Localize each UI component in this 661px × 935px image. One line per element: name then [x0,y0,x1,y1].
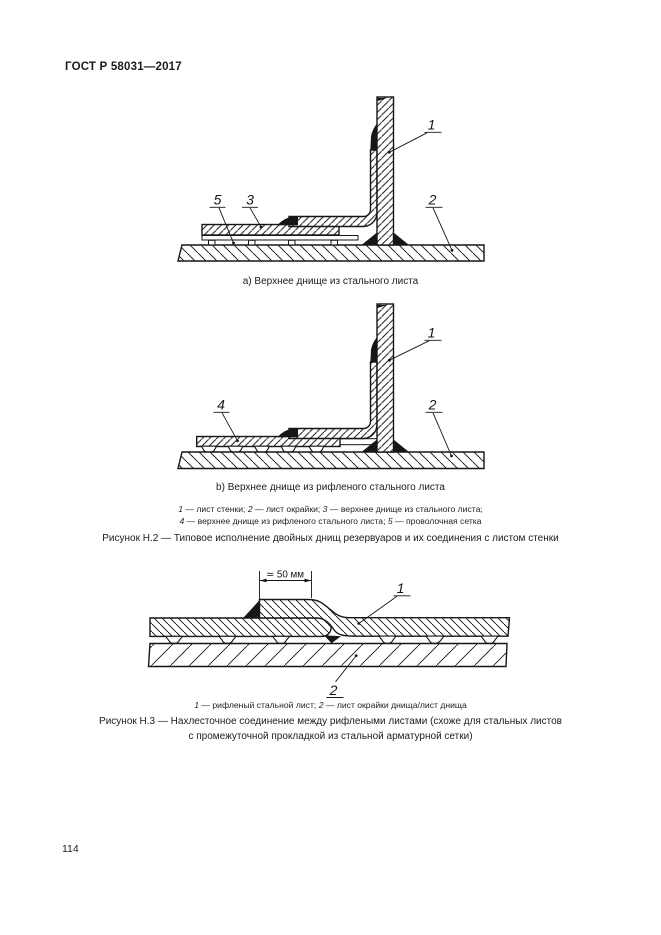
weld-seam [277,216,298,226]
leader-lines [326,595,411,698]
caption-subfigure-b: b) Верхнее днище из рифленого стального … [216,482,445,493]
weld-fillet-right [393,439,409,452]
part-label-2: 2 [428,397,437,413]
weld-fillet-left [361,439,377,452]
legend-ref-number: 5 [387,516,393,526]
upper-bottom-sheet-section [201,223,340,236]
page-number: 114 [62,843,79,855]
legend-ref-number: 2 [318,699,324,710]
dimension [259,571,312,599]
legend-h2-line2: 4 — верхнее днище из рифленого стального… [179,516,482,526]
wire-mesh-feet [208,239,338,246]
part-label-1: 1 [397,580,405,596]
annular-plate-section [177,244,485,262]
transition-plate-section [288,149,378,228]
weld-fillet-lap [243,600,260,618]
left-riffled-sheet [149,617,332,638]
transition-plate-section [288,361,378,440]
legend-ref-number: 4 [179,516,185,526]
caption-figure-h2: Рисунок Н.2 — Типовое исполнение двойных… [102,533,559,544]
leader-lines [213,339,453,458]
break-mark [377,305,387,308]
legend-ref-number: 1 [194,699,199,710]
legend-ref-number: 3 [322,504,328,514]
annular-plate-section [177,451,485,470]
caption-subfigure-a: а) Верхнее днище из стального листа [242,276,419,287]
leader-lines [209,131,454,252]
break-mark [377,98,387,101]
backing-strip [339,438,378,446]
wall-sheet-section [376,96,395,246]
dimension-text: ≃ 50 мм [266,569,304,580]
legend-h2-line1: 1 — лист стенки; 2 — лист окрайки; 3 — в… [178,504,483,514]
legend-ref-number: 2 [247,504,253,514]
weld-fillet-under [324,635,341,644]
wall-sheet-section [376,303,395,453]
bottom-plate-section [147,642,508,668]
figure-h2a: 1 2 5 3 [177,96,485,262]
part-label-2: 2 [329,682,338,698]
part-label-1: 1 [428,325,436,341]
part-label-4: 4 [217,397,225,413]
part-label-3: 3 [246,192,254,208]
figure-h3: ≃ 50 мм 1 2 [147,569,511,698]
weld-seam-vertical [370,123,377,151]
figure-h2b: 1 2 4 [177,303,485,470]
riffle-bumps [164,635,500,644]
part-label-1: 1 [428,117,436,133]
weld-seam-vertical [370,337,377,363]
right-riffled-sheet [258,598,511,637]
part-label-5: 5 [214,192,222,208]
riffle-bumps [200,445,325,453]
wire-mesh-strip [201,235,359,241]
legend-h3: 1 — рифленый стальной лист; 2 — лист окр… [194,699,467,710]
document-header: ГОСТ Р 58031—2017 [65,61,182,73]
weld-seam [277,428,298,438]
part-label-2: 2 [428,192,437,208]
legend-ref-number: 1 [178,504,184,514]
caption-figure-h3-line1: Рисунок Н.3 — Нахлесточное соединение ме… [99,716,562,727]
caption-figure-h3-line2: с промежуточной прокладкой из стальной а… [188,731,473,742]
weld-fillet-right [393,232,409,245]
weld-fillet-left [361,232,377,245]
